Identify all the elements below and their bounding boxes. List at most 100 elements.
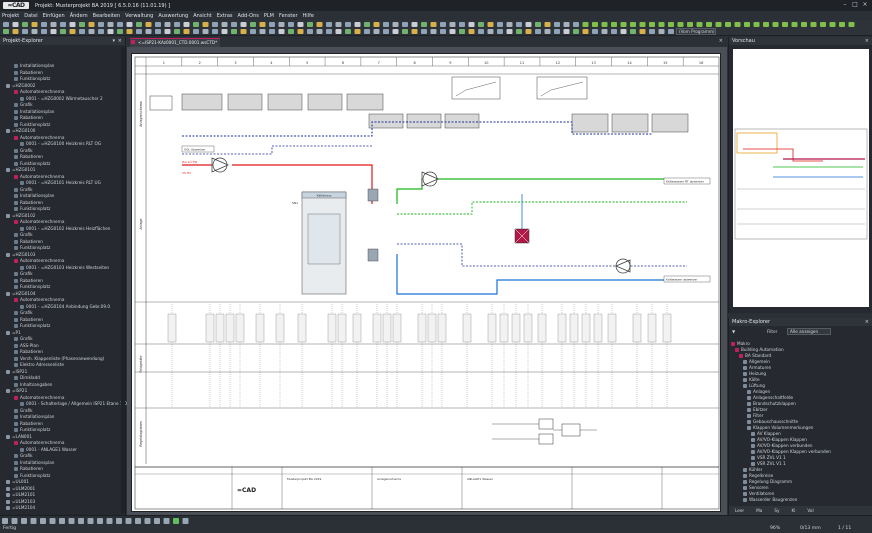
toolbar-button-icon[interactable] xyxy=(402,29,408,34)
status-toolbar-button-icon[interactable] xyxy=(49,518,56,524)
project-tree-item[interactable]: Grafik xyxy=(14,147,33,154)
close-preview-icon[interactable]: × xyxy=(864,38,869,44)
project-tree-item[interactable]: 0001 - =HZG0101 Heizkreis RLT UG xyxy=(20,179,101,186)
toolbar-button-icon[interactable] xyxy=(468,22,475,27)
toolbar-button-icon[interactable] xyxy=(525,29,532,34)
project-tree-item[interactable]: 0001 - =HZG0002 Wärmetauscher 2 xyxy=(20,95,103,102)
project-tree-item[interactable]: Elektro Adressenliste xyxy=(14,361,64,368)
toolbar-button-icon[interactable] xyxy=(373,29,380,34)
project-tree-item[interactable]: Automatenrechnerna xyxy=(14,296,65,303)
macro-tree-item[interactable]: Makro xyxy=(731,340,750,347)
macro-tree-item[interactable]: Ventilatoren xyxy=(743,490,774,497)
toolbar-button-icon[interactable] xyxy=(79,29,85,34)
toolbar-button-icon[interactable] xyxy=(12,22,19,27)
project-tree-item[interactable]: =ISP21 xyxy=(6,387,27,394)
toolbar-button-icon[interactable] xyxy=(98,29,104,34)
macro-tree-item[interactable]: Lüftung xyxy=(743,382,765,389)
project-tree-item[interactable]: Grafik xyxy=(14,101,33,108)
toolbar-button-icon[interactable] xyxy=(402,22,408,27)
project-tree-item[interactable]: 0001 - =HZG0104 Anbindung Gebr.09.0 xyxy=(20,303,110,310)
toolbar-button-icon[interactable] xyxy=(22,29,28,34)
toolbar-button-icon[interactable] xyxy=(41,29,47,34)
toolbar-button-icon[interactable] xyxy=(582,22,589,27)
toolbar-button-icon[interactable] xyxy=(430,22,437,27)
toolbar-button-icon[interactable] xyxy=(288,22,294,27)
macro-tree-item[interactable]: Gebauschausschnitte xyxy=(747,418,798,425)
tab-sy[interactable]: Sy xyxy=(774,508,780,513)
toolbar-button-icon[interactable] xyxy=(79,22,85,27)
toolbar-button-icon[interactable] xyxy=(22,22,28,27)
project-tree-item[interactable]: =ULM2103 xyxy=(6,498,35,505)
toolbar-button-icon[interactable] xyxy=(212,22,218,27)
toolbar-button-icon[interactable] xyxy=(297,22,304,27)
project-tree-item[interactable]: Installationsplan xyxy=(14,62,54,69)
toolbar-button-icon[interactable] xyxy=(373,22,380,27)
project-tree-item[interactable]: 0001 - Schalterlage / Allgemein ISP21 Et… xyxy=(20,400,130,407)
project-tree-item[interactable]: Funktionsplatz xyxy=(14,75,50,82)
project-tree-item[interactable]: Automatenrechnerna xyxy=(14,88,65,95)
toolbar-button-icon[interactable] xyxy=(155,29,161,34)
toolbar-button-icon[interactable] xyxy=(240,29,247,34)
toolbar-button-icon[interactable] xyxy=(50,22,57,27)
project-tree-item[interactable]: Automatenrechnerna xyxy=(14,257,65,264)
toolbar-button-icon[interactable] xyxy=(183,22,190,27)
toolbar-button-icon[interactable] xyxy=(202,29,209,34)
toolbar-button-icon[interactable] xyxy=(696,22,703,27)
status-toolbar-button-icon[interactable] xyxy=(59,518,65,524)
project-tree-item[interactable]: Funktionsplatz xyxy=(14,426,50,433)
toolbar-button-icon[interactable] xyxy=(478,22,484,27)
toolbar-button-icon[interactable] xyxy=(383,29,389,34)
tab-drawing[interactable]: <=ISP21-KAz0001_CTD.0001.wsCTD* xyxy=(130,38,220,47)
toolbar-button-icon[interactable] xyxy=(801,22,807,27)
toolbar-button-icon[interactable] xyxy=(421,29,427,34)
toolbar-button-icon[interactable] xyxy=(763,22,769,27)
project-tree-item[interactable]: ASS-Plan xyxy=(14,342,39,349)
toolbar-button-icon[interactable] xyxy=(364,29,370,34)
status-toolbar-icons[interactable] xyxy=(2,517,202,526)
menu-addons[interactable]: Add-Ons xyxy=(237,12,259,19)
project-tree-item[interactable]: Funktionsplatz xyxy=(14,322,50,329)
macro-tree-item[interactable]: AV/VO-Klappen verbunden xyxy=(751,442,813,449)
toolbar-button-icon[interactable] xyxy=(630,29,636,34)
status-toolbar-button-icon[interactable] xyxy=(116,518,122,524)
project-tree-item[interactable]: Grafik xyxy=(14,309,33,316)
status-toolbar-button-icon[interactable] xyxy=(68,518,75,524)
toolbar-button-icon[interactable] xyxy=(174,22,180,27)
toolbar-button-icon[interactable] xyxy=(231,29,237,34)
toolbar-button-icon[interactable] xyxy=(392,29,399,34)
toolbar-button-icon[interactable] xyxy=(31,29,38,34)
menu-datei[interactable]: Datei xyxy=(24,12,38,19)
toolbar-button-icon[interactable] xyxy=(145,29,152,34)
project-tree-item[interactable]: Installationsplan xyxy=(14,413,54,420)
toolbar-button-icon[interactable] xyxy=(250,22,256,27)
macro-tree-item[interactable]: Kälte xyxy=(743,376,760,383)
toolbar-button-icon[interactable] xyxy=(535,29,541,34)
toolbar-button-icon[interactable] xyxy=(753,22,760,27)
toolbar-button-icon[interactable] xyxy=(459,29,465,34)
toolbar-button-icon[interactable] xyxy=(440,29,446,34)
project-tree-item[interactable]: Funktionsplatz xyxy=(14,160,50,167)
toolbar-button-icon[interactable] xyxy=(269,22,275,27)
toolbar-button-icon[interactable] xyxy=(478,29,484,34)
project-tree-item[interactable]: Funktionsplatz xyxy=(14,283,50,290)
project-tree-item[interactable]: =HZG0103 xyxy=(6,251,35,258)
toolbar-button-icon[interactable] xyxy=(772,22,779,27)
toolbar-button-icon[interactable] xyxy=(126,22,133,27)
project-tree-item[interactable]: =HZG0104 xyxy=(6,290,35,297)
project-tree-item[interactable]: Rabatieren xyxy=(14,348,43,355)
toolbar-button-icon[interactable] xyxy=(449,22,456,27)
status-toolbar-button-icon[interactable] xyxy=(163,518,170,524)
toolbar-button-icon[interactable] xyxy=(658,22,665,27)
toolbar-button-icon[interactable] xyxy=(411,22,418,27)
project-tree-item[interactable]: Dimkladd xyxy=(14,374,40,381)
close-macro-icon[interactable]: × xyxy=(864,319,869,325)
status-toolbar-button-icon[interactable] xyxy=(78,518,84,524)
toolbar-button-icon[interactable] xyxy=(487,29,494,34)
menu-auswertung[interactable]: Auswertung xyxy=(158,12,189,19)
menu-bearbeiten[interactable]: Bearbeiten xyxy=(92,12,121,19)
macro-tree-item[interactable]: BA Standard xyxy=(739,352,771,359)
toolbar-button-icon[interactable] xyxy=(221,22,228,27)
scrollbar[interactable] xyxy=(121,47,125,513)
toolbar-button-icon[interactable] xyxy=(107,22,114,27)
project-tree-item[interactable]: Rabatieren xyxy=(14,420,43,427)
